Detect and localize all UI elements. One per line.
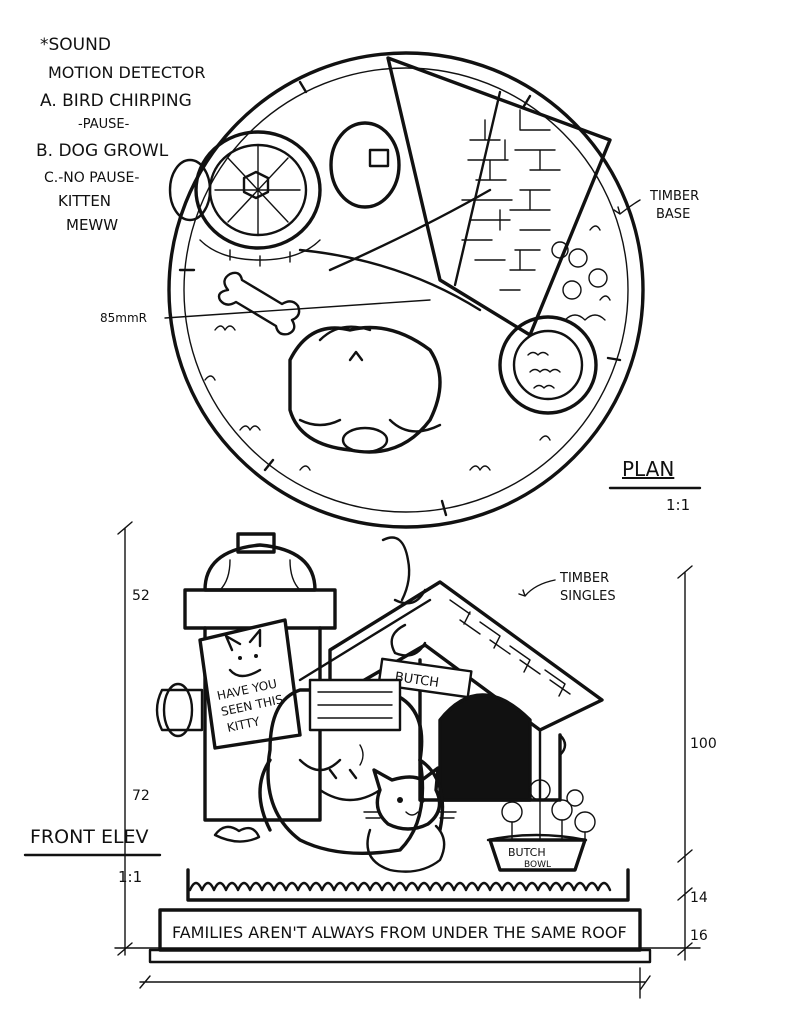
elevation-base: FAMILIES AREN'T ALWAYS FROM UNDER THE SA… [148,868,652,964]
plan-rim-ticks [178,80,622,517]
elevation-bowl: BUTCH BOWL [486,833,588,872]
elevation-scale: 1:1 [118,868,142,886]
plan-water-bowl [498,315,598,415]
dimension-lines [114,521,701,999]
timber-base-label-2: BASE [656,207,690,222]
timber-singles-label-2: SINGLES [560,589,616,604]
note-sensor-2: MOTION DETECTOR [48,63,206,82]
bowl-label-2: BOWL [524,860,551,870]
elevation-stones [213,825,261,843]
sound-notes: *SOUND MOTION DETECTOR A. BIRD CHIRPING … [36,35,206,234]
plan-radius-label: 85mmR [100,311,147,325]
plan-view: 85mmR TIMBER BASE PLAN 1:1 [100,51,702,529]
dim-16: 16 [690,928,708,944]
dim-100: 100 [690,736,717,752]
doghouse-sign: BUTCH [394,670,440,691]
note-item-a-sub: -PAUSE- [78,117,130,132]
plan-doghouse-roof [386,56,612,337]
plinth-text: FAMILIES AREN'T ALWAYS FROM UNDER THE SA… [172,923,627,942]
plan-base-inner-rim [183,67,629,513]
elevation-kitten [363,766,457,873]
plan-dog [288,325,442,454]
dim-14: 14 [690,890,708,906]
plan-direction-lines [298,188,492,312]
elevation-flowers [501,779,596,843]
plan-base-circle [167,51,645,529]
note-item-a: A. BIRD CHIRPING [40,91,192,111]
elevation-bird [298,536,432,682]
dim-72: 72 [132,788,150,804]
plan-grass-texture [204,225,611,471]
timber-base-leader [613,199,641,215]
bowl-label-1: BUTCH [508,846,546,859]
note-item-c-sub2: MEWW [66,216,118,234]
elevation-dog [258,678,445,856]
front-elevation: 52 72 100 14 16 HAVE YOU SEEN THIS KITTY [23,521,717,999]
timber-singles-leader [518,579,556,597]
plan-bone [217,271,301,336]
plan-radius-leader [164,299,431,319]
note-sensor-1: *SOUND [40,35,111,55]
elevation-doghouse: BUTCH [328,580,604,802]
poster-text-3: KITTY [226,714,262,735]
timber-singles-label-1: TIMBER [559,571,609,586]
note-item-b: B. DOG GROWL [36,141,169,161]
plan-flowers [551,241,608,321]
note-item-c: C.-NO PAUSE- [44,170,139,186]
missing-cat-poster: HAVE YOU SEEN THIS KITTY [198,618,302,750]
timber-base-label-1: TIMBER [649,189,699,204]
elevation-grass [188,881,612,892]
elevation-label: FRONT ELEV [30,826,149,848]
dim-52: 52 [132,588,150,604]
note-item-c-sub1: KITTEN [58,192,111,210]
plan-label: PLAN [622,457,674,481]
plan-scale: 1:1 [666,496,690,514]
plan-hydrant [168,121,401,267]
